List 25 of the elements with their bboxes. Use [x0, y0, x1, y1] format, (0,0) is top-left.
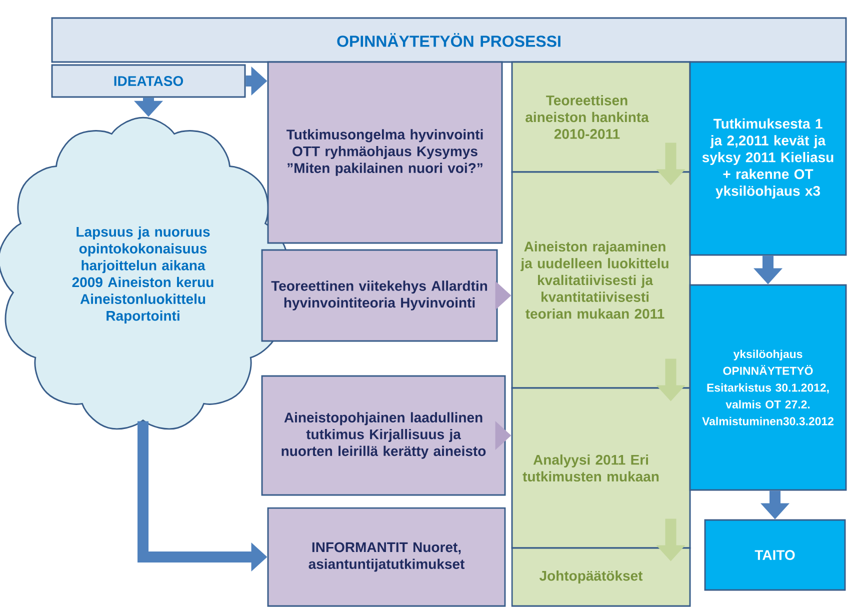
phase-box — [511, 61, 691, 173]
stage-box — [51, 64, 246, 98]
milestone-box — [689, 61, 847, 256]
process-box — [267, 507, 506, 607]
process-box — [261, 249, 498, 342]
milestone-box — [689, 284, 847, 491]
box-text: OPINNÄYTETYÖN PROSESSI — [337, 33, 560, 47]
box-text: Teoreettisen aineiston hankinta 2010-2011 — [526, 95, 649, 139]
box-text: TAITO — [754, 550, 795, 560]
process-box — [261, 375, 506, 496]
box-text: yksilöohjaus OPINNÄYTETYÖ Esitarkistus 30.1.2012, valmis OT 27.2. Valmistuminen30.3.2012 — [702, 350, 834, 426]
phase-box — [511, 547, 691, 607]
box-text: Johtopäätökset — [540, 570, 643, 584]
box-text: Analyysi 2011 Eri tutkimusten mukaan — [522, 454, 659, 482]
milestone-box — [704, 519, 846, 591]
box-text: Aineiston rajaaminen ja uudelleen luokittelu kvalitatiivisesti ja kvantitatiivisesti teorian mukaan 2011 — [520, 241, 668, 319]
box-text: INFORMANTIT Nuoret, asiantuntijatutkimukset — [308, 542, 465, 572]
process-box — [267, 61, 503, 244]
box-text: IDEATASO — [114, 76, 184, 86]
phase-box — [511, 171, 691, 389]
box-text: Aineistopohjainen laadullinen tutkimus Kirjallisuus ja nuorten leirillä kerätty aineisto — [282, 412, 486, 459]
box-text: Lapsuus ja nuoruus opintokokonaisuus harjoittelun aikana 2009 Aineiston keruu Aineistonluokittelu Raportointi — [72, 226, 214, 324]
box-text: Tutkimuksesta 1 ja 2,2011 kevät ja syksy 2011 Kieliasu + rakenne OT yksilöohjaus x3 — [702, 118, 834, 199]
box-text: Teoreettinen viitekehys Allardtin hyvinvointiteoria Hyvinvointi — [271, 280, 488, 310]
box-text: Tutkimusongelma hyvinvointi OTT ryhmäohjaus Kysymys ”Miten pakilainen nuori voi?” — [286, 129, 483, 176]
